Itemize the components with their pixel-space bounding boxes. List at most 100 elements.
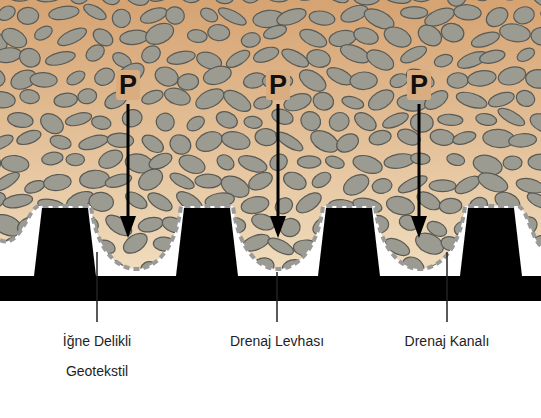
gravel-stone (7, 111, 34, 129)
gravel-stone (64, 110, 93, 128)
drainage-stud (176, 208, 238, 276)
gravel-stone (281, 169, 309, 193)
gravel-stone (240, 231, 272, 254)
gravel-stone (207, 24, 230, 42)
gravel-stone (238, 0, 265, 7)
gravel-stone (66, 153, 85, 165)
gravel-stone (515, 176, 541, 196)
gravel-stone (470, 0, 494, 3)
gravel-stone (333, 130, 361, 156)
gravel-stone (368, 128, 393, 147)
gravel-stone (23, 178, 46, 196)
leader-line (276, 272, 278, 322)
load-arrow (270, 104, 286, 238)
gravel-stone (429, 128, 455, 147)
gravel-stone (326, 109, 352, 134)
arrow-shaft (277, 104, 280, 222)
arrow-head (270, 216, 286, 238)
arrow-shaft (418, 104, 421, 222)
gravel-stone (32, 23, 54, 43)
gravel-stone (30, 72, 58, 88)
gravel-stone (262, 23, 288, 42)
gravel-stone (43, 173, 72, 192)
gravel-stone (525, 190, 541, 211)
gravel-stone (351, 152, 384, 176)
gravel-stone (0, 3, 18, 23)
gravel-stone (41, 151, 64, 167)
gravel-stone (138, 42, 163, 66)
gravel-stone (120, 229, 151, 257)
gravel-stone (350, 71, 378, 90)
gravel-stone (487, 89, 516, 109)
gravel-stone (164, 5, 186, 26)
load-label: P (266, 70, 290, 100)
gravel-stone (307, 126, 342, 157)
gravel-stone (220, 129, 252, 152)
leader-line (96, 252, 98, 322)
load-arrows (120, 104, 427, 238)
gravel-stone (383, 152, 415, 171)
gravel-stone (119, 29, 149, 46)
gravel-stone (90, 114, 112, 131)
gravel-stone (381, 23, 414, 51)
gravel-stone (322, 0, 352, 6)
gravel-stone (363, 46, 397, 75)
gravel-stone (83, 42, 107, 65)
gravel-stone (15, 128, 43, 148)
gravel-stone (198, 5, 220, 24)
load-label: P (116, 70, 140, 100)
gravel-stone (0, 132, 15, 153)
gravel-stone (353, 0, 380, 5)
gravel-stone (193, 128, 225, 155)
gravel-stone (139, 132, 166, 157)
gravel-stone (439, 21, 466, 44)
gravel-stone (201, 63, 233, 88)
gravel-stone (102, 211, 135, 240)
load-arrow (411, 104, 427, 238)
gravel-stone (179, 0, 202, 3)
gravel-stone (293, 189, 325, 217)
gravel-stone (528, 154, 541, 170)
gravel-stone (272, 195, 295, 217)
gravel-stone (177, 73, 199, 91)
gravel-stone (77, 132, 109, 152)
gravel-stone (142, 19, 176, 48)
gravel-stone (166, 131, 194, 158)
gravel (0, 0, 541, 303)
gravel-stone (17, 45, 44, 70)
gravel-stone (379, 0, 413, 6)
gravel-stone (308, 9, 336, 26)
gravel-stone (401, 7, 428, 19)
gravel-stone (135, 165, 167, 195)
gravel-stone (166, 49, 196, 67)
gravel-stone (433, 52, 454, 69)
gravel-stone (414, 21, 445, 50)
gravel-stone (153, 110, 177, 134)
drainage-sheet-base (0, 276, 541, 301)
gravel-stone (311, 90, 335, 112)
gravel-stone (19, 88, 41, 105)
gravel-stone (294, 0, 317, 1)
drainage-sheet-studs (34, 208, 522, 276)
gravel-stone (214, 152, 237, 173)
gravel-stone (49, 133, 73, 151)
gravel-stone (478, 48, 506, 65)
gravel-stone (176, 152, 207, 177)
gravel-stone (340, 170, 372, 199)
gravel-stone (539, 7, 541, 26)
gravel-stone (53, 92, 78, 109)
gravel-stone (351, 109, 379, 135)
gravel-stone (145, 189, 175, 214)
gravel-stone (214, 108, 240, 131)
gravel-stone (467, 69, 497, 88)
gravel-stone (341, 94, 366, 111)
gravel-stone (365, 86, 397, 115)
gravel-stone (503, 156, 522, 170)
leader-lines (97, 252, 447, 322)
gravel-stone (252, 44, 281, 65)
gravel-stone (446, 152, 466, 167)
arrow-head (120, 216, 136, 238)
part-label: Drenaj Levhası (230, 326, 324, 356)
drainage-stud (318, 208, 380, 276)
gravel-stone (214, 0, 234, 4)
